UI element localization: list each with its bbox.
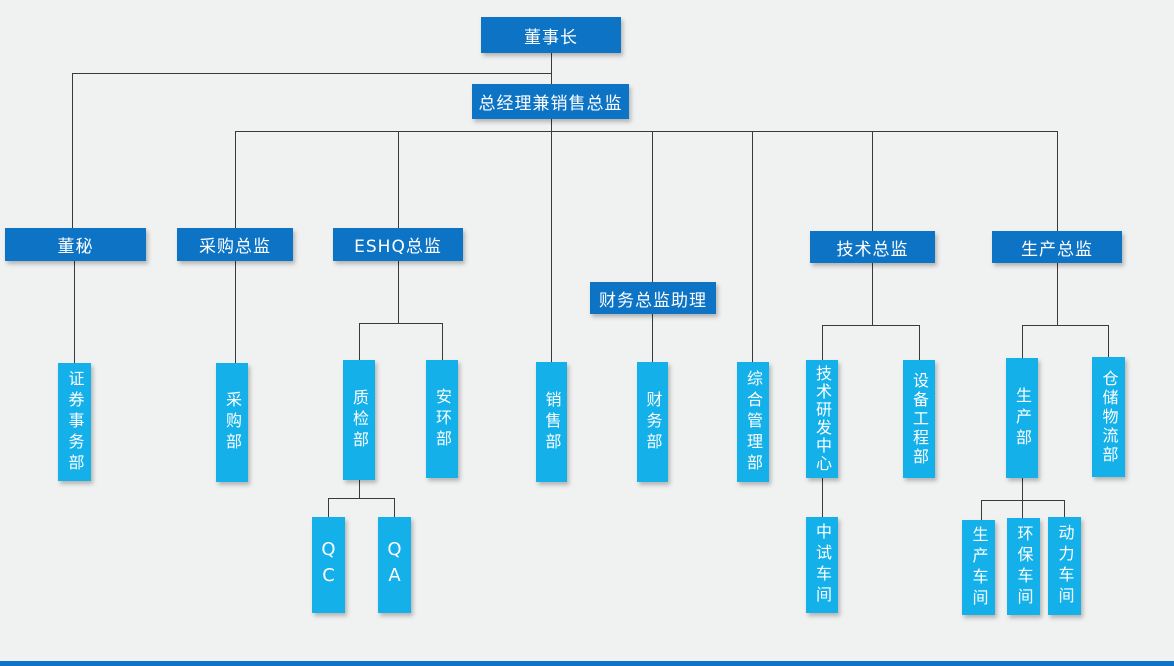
org-node-general-admin-dept: 综合管理部 xyxy=(737,362,769,482)
org-node-qa: QA xyxy=(378,517,411,613)
connector-line xyxy=(822,325,823,360)
connector-line xyxy=(359,323,443,324)
connector-line xyxy=(919,325,920,360)
org-node-eshq-director: ESHQ总监 xyxy=(333,228,463,261)
connector-line xyxy=(822,325,920,326)
connector-line xyxy=(752,131,753,362)
org-node-environment-workshop: 环保车间 xyxy=(1007,518,1040,615)
connector-line xyxy=(1064,500,1065,517)
connector-line xyxy=(1022,478,1023,500)
connector-line xyxy=(328,498,329,517)
org-node-finance-director-assistant: 财务总监助理 xyxy=(590,282,716,314)
connector-line xyxy=(1022,325,1109,326)
org-node-securities-affairs-dept: 证券事务部 xyxy=(58,363,91,481)
connector-line xyxy=(1057,263,1058,325)
connector-line xyxy=(1022,500,1023,518)
connector-line xyxy=(652,131,653,282)
org-node-pilot-workshop: 中试车间 xyxy=(806,517,838,613)
org-node-tech-director: 技术总监 xyxy=(810,231,935,263)
connector-line xyxy=(442,323,443,360)
connector-line xyxy=(551,131,552,362)
connector-line xyxy=(1022,325,1023,358)
org-node-finance-dept: 财务部 xyxy=(637,362,668,482)
connector-line xyxy=(235,131,236,228)
connector-line xyxy=(822,478,823,517)
org-node-tech-rd-center: 技术研发中心 xyxy=(806,360,838,478)
org-node-production-director: 生产总监 xyxy=(992,231,1122,263)
org-node-qc: QC xyxy=(312,517,345,613)
connector-line xyxy=(1057,131,1058,231)
connector-line xyxy=(551,119,552,131)
org-node-sales-dept: 销售部 xyxy=(536,362,567,482)
connector-line xyxy=(551,53,552,84)
connector-line xyxy=(235,131,1058,132)
org-node-gm-sales-director: 总经理兼销售总监 xyxy=(472,84,629,119)
org-node-chairman: 董事长 xyxy=(481,17,621,53)
org-node-warehouse-logistics-dept: 仓储物流部 xyxy=(1092,357,1125,477)
connector-line xyxy=(235,261,236,363)
connector-line xyxy=(72,73,73,228)
connector-line xyxy=(328,498,395,499)
connector-line xyxy=(872,131,873,231)
org-node-safety-environment-dept: 安环部 xyxy=(426,360,458,478)
connector-line xyxy=(981,500,1065,501)
org-node-equipment-engineering-dept: 设备工程部 xyxy=(903,360,935,478)
connector-line xyxy=(359,480,360,498)
bottom-accent-bar xyxy=(0,661,1174,666)
connector-line xyxy=(359,323,360,360)
connector-line xyxy=(72,73,552,74)
connector-line xyxy=(74,261,75,363)
connector-line xyxy=(394,498,395,517)
org-node-quality-inspection-dept: 质检部 xyxy=(343,360,375,480)
connector-line xyxy=(872,263,873,325)
connector-line xyxy=(1108,325,1109,357)
org-node-power-workshop: 动力车间 xyxy=(1048,517,1081,615)
org-node-procurement-dept: 采购部 xyxy=(216,363,248,482)
connector-line xyxy=(398,261,399,323)
org-node-board-secretary: 董秘 xyxy=(5,228,146,261)
org-node-procurement-director: 采购总监 xyxy=(177,228,293,261)
org-node-production-workshop: 生产车间 xyxy=(962,520,995,615)
connector-line xyxy=(398,131,399,228)
org-node-production-dept: 生产部 xyxy=(1006,358,1038,478)
connector-line xyxy=(652,314,653,362)
connector-line xyxy=(981,500,982,520)
